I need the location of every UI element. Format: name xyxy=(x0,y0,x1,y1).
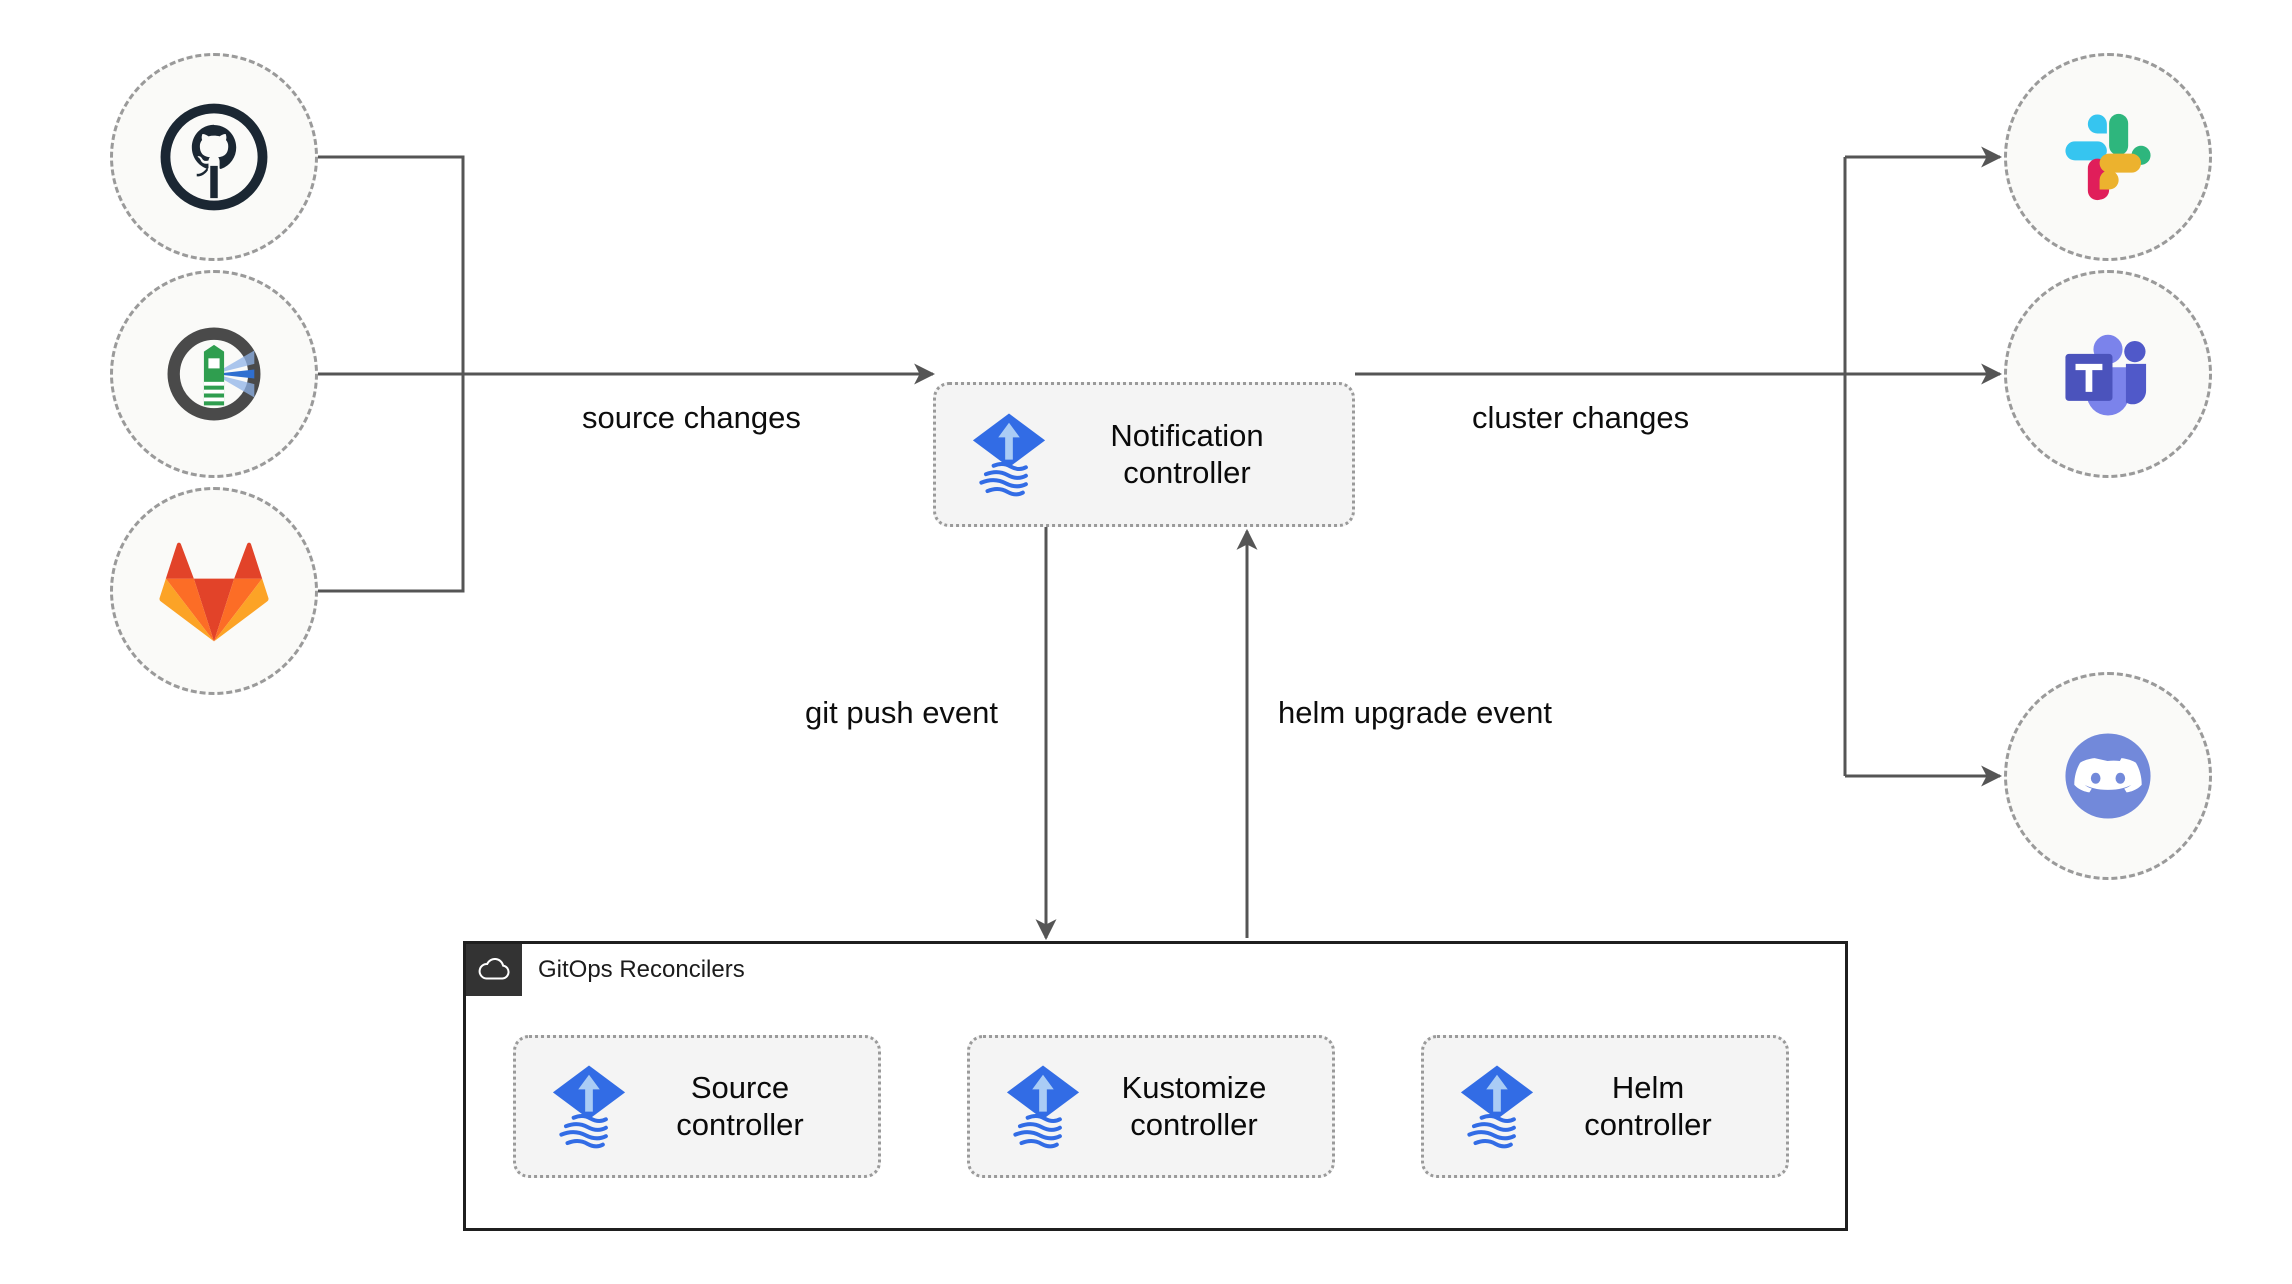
slack-icon xyxy=(2065,113,2151,201)
notification-controller-label: Notification controller xyxy=(1110,417,1264,490)
target-node-slack[interactable] xyxy=(2004,53,2212,261)
discord-icon xyxy=(2065,733,2151,819)
notification-controller-node[interactable]: Notification controller xyxy=(933,382,1355,527)
github-icon xyxy=(160,103,268,211)
cloud-icon xyxy=(478,958,510,980)
gitops-container-header: GitOps Reconcilers xyxy=(466,944,745,996)
source-node-helm[interactable] xyxy=(110,270,318,478)
kustomize-controller-node[interactable]: Kustomize controller xyxy=(967,1035,1335,1178)
gitlab-icon xyxy=(159,542,269,642)
target-node-discord[interactable] xyxy=(2004,672,2212,880)
kustomize-controller-label: Kustomize controller xyxy=(1121,1069,1267,1142)
flux-icon xyxy=(552,1065,626,1148)
source-node-github[interactable] xyxy=(110,53,318,261)
source-controller-node[interactable]: Source controller xyxy=(513,1035,881,1178)
flux-icon xyxy=(1006,1065,1080,1148)
helm-controller-node[interactable]: Helm controller xyxy=(1421,1035,1789,1178)
gitops-container-title: GitOps Reconcilers xyxy=(538,956,745,983)
helm-controller-label: Helm controller xyxy=(1584,1069,1712,1142)
helm-icon xyxy=(167,327,261,421)
source-node-gitlab[interactable] xyxy=(110,487,318,695)
edge-label-git-push-event: git push event xyxy=(805,695,999,730)
source-controller-label: Source controller xyxy=(676,1069,804,1142)
container-badge xyxy=(466,944,522,996)
flux-icon xyxy=(1460,1065,1534,1148)
edge-label-source-changes: source changes xyxy=(582,400,801,435)
edge-label-helm-upgrade-event: helm upgrade event xyxy=(1278,695,1553,730)
flux-icon xyxy=(972,413,1046,496)
edge-label-cluster-changes: cluster changes xyxy=(1472,400,1690,435)
teams-icon xyxy=(2065,334,2147,416)
target-node-teams[interactable] xyxy=(2004,270,2212,478)
